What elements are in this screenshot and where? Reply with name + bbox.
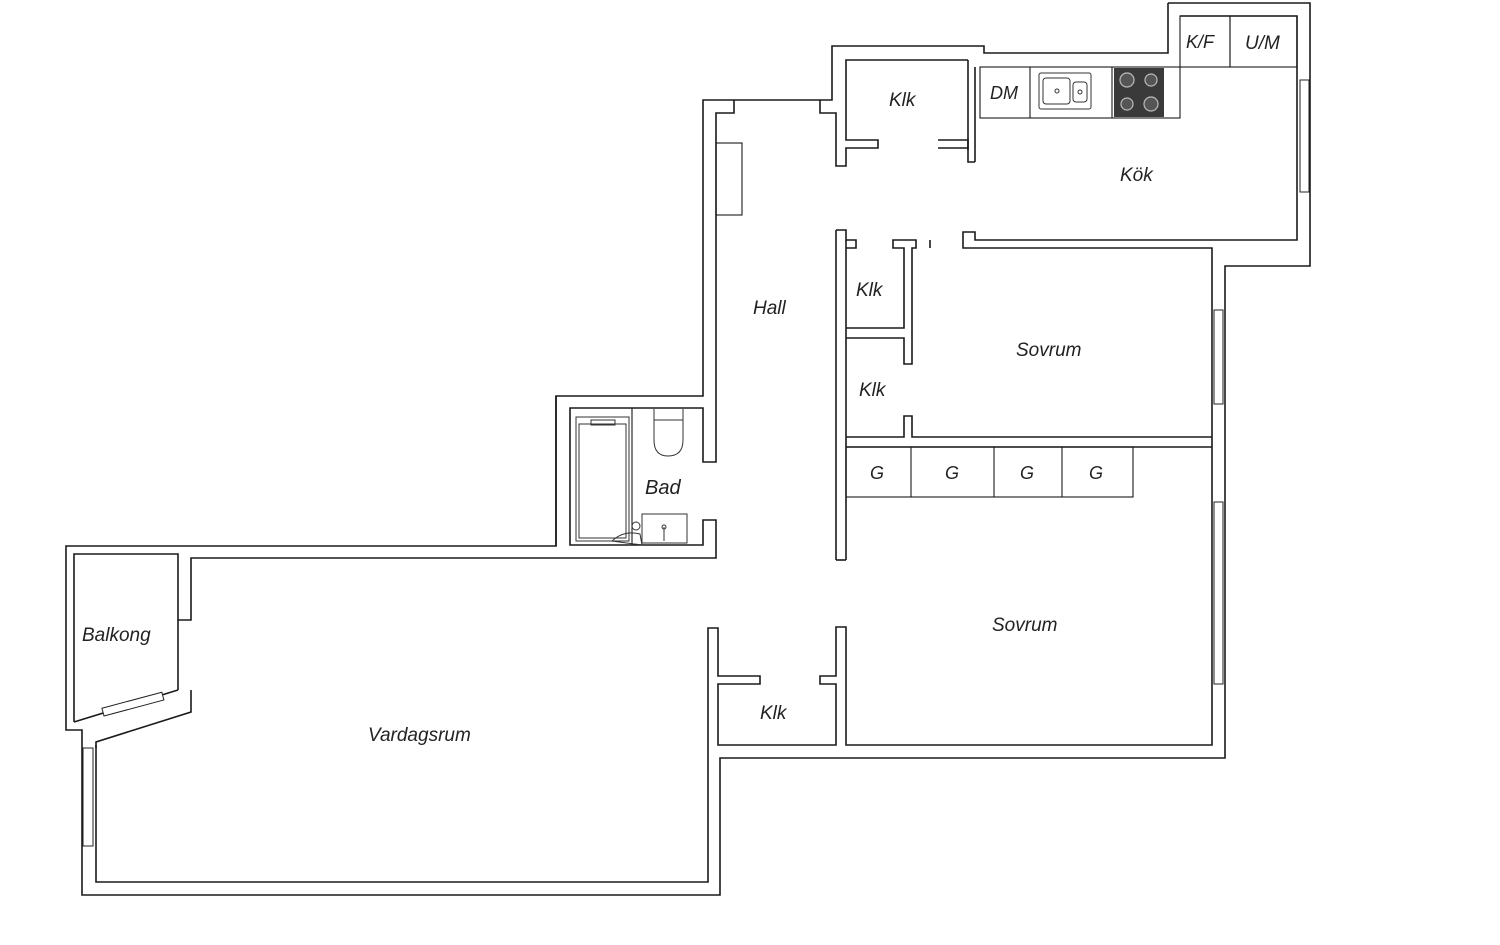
wardrobe-label-1: G	[870, 463, 884, 483]
room-label-bad: Bad	[645, 477, 681, 499]
room-label-vardagsrum: Vardagsrum	[368, 725, 471, 746]
inner-wall-outline	[95, 15, 1298, 883]
label-um: U/M	[1245, 33, 1280, 54]
closet-mid-walls	[846, 239, 917, 365]
outer-walls	[65, 2, 1311, 896]
wardrobe-label-2: G	[945, 463, 959, 483]
bathtub-inner	[578, 423, 627, 539]
wardrobe-label-4: G	[1089, 463, 1103, 483]
stove-burner-4	[1143, 96, 1159, 112]
bath-fan-dot	[631, 521, 641, 531]
closet-top: Klk	[819, 59, 975, 167]
kitchen-window	[1299, 79, 1310, 193]
closets-mid: Klk Klk	[846, 239, 1212, 438]
balkong-wall-lower	[95, 690, 192, 748]
room-label-sovrum1: Sovrum	[1016, 340, 1081, 361]
closet-top-wall	[819, 59, 968, 167]
kitchen: DM K/F U/M Kök	[967, 15, 1310, 193]
closet-top-wall-right	[938, 139, 975, 163]
bathtub	[575, 416, 630, 542]
room-label-klk-mid1: Klk	[856, 280, 884, 301]
room-label-klk-mid2: Klk	[859, 380, 887, 401]
sink-basin-left	[1042, 77, 1071, 105]
label-kf: K/F	[1186, 32, 1215, 52]
living-room: Vardagsrum	[368, 725, 471, 746]
bathroom: Bad	[555, 396, 688, 546]
sink	[1038, 72, 1092, 110]
sink-drain-small	[1077, 89, 1083, 95]
wardrobes: G G G G	[845, 446, 1134, 498]
hall: Hall	[715, 142, 857, 561]
room-label-hall: Hall	[753, 298, 787, 319]
bathtub-faucet	[590, 419, 616, 426]
wardrobe-row	[845, 446, 1134, 498]
balkong: Balkong	[73, 620, 192, 847]
stove-burner-1	[1119, 72, 1135, 88]
bedroom-2: Sovrum	[992, 501, 1224, 685]
stove-burner-3	[1120, 97, 1134, 111]
sink-basin-right	[1072, 81, 1088, 103]
bath-fan	[610, 532, 643, 546]
label-dm: DM	[990, 83, 1018, 103]
bedroom-1: Sovrum	[846, 309, 1224, 448]
closet-mid-bottom	[846, 415, 1212, 438]
stove-burner-2	[1144, 73, 1158, 87]
room-label-klk-bottom: Klk	[760, 703, 788, 724]
balkong-door-window	[101, 691, 165, 717]
wardrobe-label-3: G	[1020, 463, 1034, 483]
room-label-sovrum2: Sovrum	[992, 615, 1057, 636]
room-label-kok: Kök	[1120, 165, 1154, 186]
outer-wall-outline	[65, 2, 1311, 896]
toilet	[653, 409, 684, 457]
hall-wall-top	[836, 229, 857, 249]
room-label-balkong: Balkong	[82, 625, 151, 646]
sink-drain	[1054, 88, 1060, 94]
washbasin	[641, 513, 688, 544]
kitchen-counter	[979, 66, 1181, 119]
bedroom-2-window	[1213, 501, 1224, 685]
closet-bottom: Klk	[760, 703, 788, 724]
room-label-klk-top: Klk	[889, 90, 917, 111]
inner-wall-left	[73, 100, 735, 722]
bedroom-1-window	[1213, 309, 1224, 405]
hall-wardrobe	[715, 142, 743, 216]
oven-microwave-box	[1229, 15, 1298, 68]
living-window	[82, 747, 94, 847]
washbasin-tap-head	[661, 524, 667, 530]
